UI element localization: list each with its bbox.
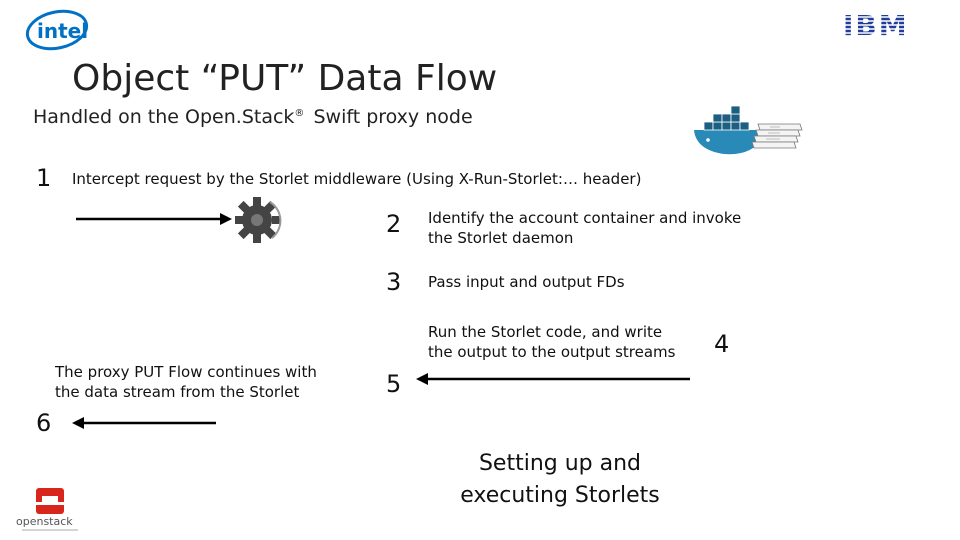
step-1-number: 1 — [36, 164, 52, 192]
footer-label: Setting up and executing Storlets — [460, 451, 660, 508]
subtitle-prefix: Handled on the Open.Stack — [33, 106, 295, 128]
openstack-logo: openstack — [16, 488, 78, 531]
slide-subtitle: Handled on the Open.Stack® Swift proxy n… — [33, 106, 473, 128]
step-6-text: The proxy PUT Flow continues with the da… — [55, 363, 317, 401]
document-stack-icon — [751, 123, 803, 149]
step-1-text: Intercept request by the Storlet middlew… — [72, 170, 642, 188]
step-4-number: 4 — [714, 330, 730, 358]
arrow-right-intercept — [76, 213, 232, 225]
docker-whale-icon — [694, 105, 803, 155]
step-2-number: 2 — [386, 210, 402, 238]
step-5-number: 5 — [386, 370, 402, 398]
intel-logo-text: intel — [37, 19, 88, 43]
subtitle-suffix: Swift proxy node — [313, 106, 473, 128]
slide-title: Object “PUT” Data Flow — [72, 58, 498, 99]
openstack-logo-text: openstack — [16, 515, 73, 528]
arrow-left-proxy-flow — [72, 417, 216, 429]
step-4-text: Run the Storlet code, and write the outp… — [428, 323, 676, 361]
arrow-left-output-stream — [416, 373, 690, 385]
gear-icon — [235, 197, 282, 243]
intel-logo: intel — [25, 9, 89, 51]
step-3-text: Pass input and output FDs — [428, 273, 625, 291]
ibm-logo: IBM — [843, 10, 919, 40]
step-3-number: 3 — [386, 268, 402, 296]
step-6-number: 6 — [36, 409, 52, 437]
step-2-text: Identify the account container and invok… — [428, 209, 742, 247]
subtitle-registered-mark: ® — [294, 107, 305, 119]
